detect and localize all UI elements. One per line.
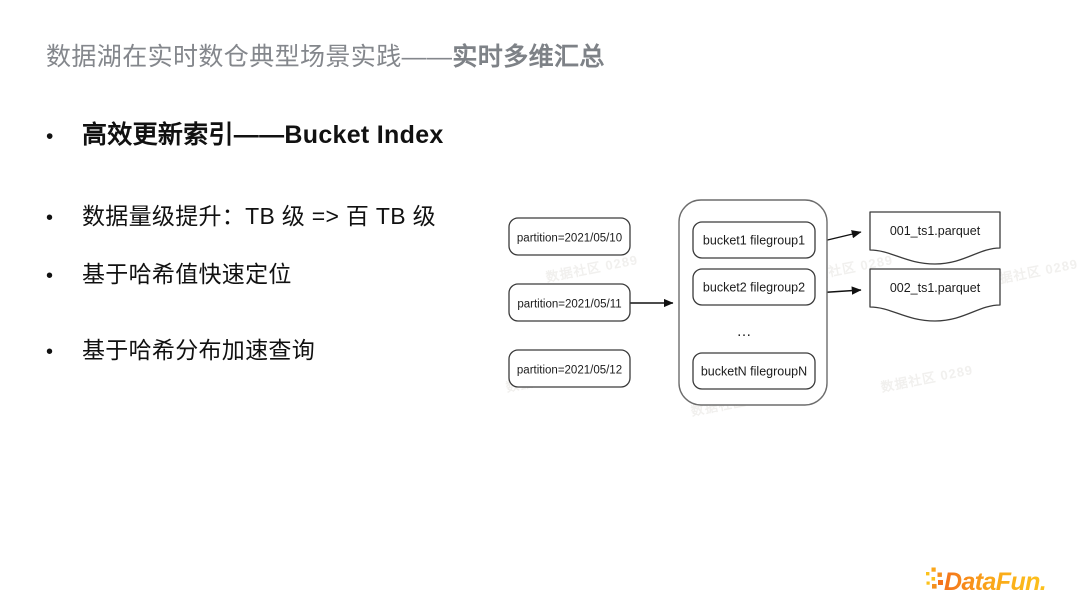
bucket-index-diagram: partition=2021/05/10 partition=2021/05/1… — [495, 190, 1025, 415]
bullet-row-3: • 基于哈希分布加速查询 — [46, 334, 315, 366]
bullet-row-2: • 基于哈希值快速定位 — [46, 258, 292, 290]
partition-box-2: partition=2021/05/11 — [508, 283, 631, 322]
bucket-box-2: bucket2 filegroup2 — [692, 268, 816, 306]
bucket-box-n: bucketN filegroupN — [692, 352, 816, 390]
bullet-marker-icon: • — [46, 207, 54, 229]
logo-wordmark: DataFun. — [944, 568, 1046, 596]
datafun-logo: DataFun. — [925, 563, 1065, 603]
bucket-ellipsis: … — [737, 323, 754, 340]
heading-bullet-row: • 高效更新索引——Bucket Index — [46, 118, 444, 152]
bullet-marker-icon: • — [46, 265, 54, 287]
bullet-text-1: 数据量级提升：TB 级 => 百 TB 级 — [82, 203, 436, 229]
bucket-box-label: bucketN filegroupN — [701, 365, 807, 379]
partition-box-label: partition=2021/05/12 — [517, 365, 622, 377]
bullet-text-2: 基于哈希值快速定位 — [82, 261, 292, 287]
logo-dots-icon — [926, 567, 943, 589]
partition-box-label: partition=2021/05/11 — [517, 299, 621, 311]
bucket-box-label: bucket1 filegroup1 — [703, 234, 805, 248]
bullet-marker-icon: • — [46, 341, 54, 363]
bullet-marker-icon: • — [46, 125, 54, 148]
partition-box-label: partition=2021/05/10 — [517, 233, 622, 245]
parquet-file-label: 001_ts1.parquet — [890, 224, 981, 238]
heading-bullet-text: 高效更新索引——Bucket Index — [82, 121, 444, 149]
parquet-file-1: 001_ts1.parquet — [869, 211, 1001, 265]
bullet-row-1: • 数据量级提升：TB 级 => 百 TB 级 — [46, 200, 436, 232]
bucket-box-1: bucket1 filegroup1 — [692, 221, 816, 259]
slide-title-bold: 实时多维汇总 — [452, 43, 605, 71]
partition-box-1: partition=2021/05/10 — [508, 217, 631, 256]
slide-title: 数据湖在实时数仓典型场景实践——实时多维汇总 — [46, 40, 605, 74]
parquet-file-label: 002_ts1.parquet — [890, 281, 981, 295]
bullet-text-3: 基于哈希分布加速查询 — [82, 337, 315, 363]
slide-title-normal: 数据湖在实时数仓典型场景实践—— — [46, 43, 453, 71]
parquet-file-2: 002_ts1.parquet — [869, 268, 1001, 322]
partition-box-3: partition=2021/05/12 — [508, 349, 631, 388]
bucket-box-label: bucket2 filegroup2 — [703, 281, 805, 295]
